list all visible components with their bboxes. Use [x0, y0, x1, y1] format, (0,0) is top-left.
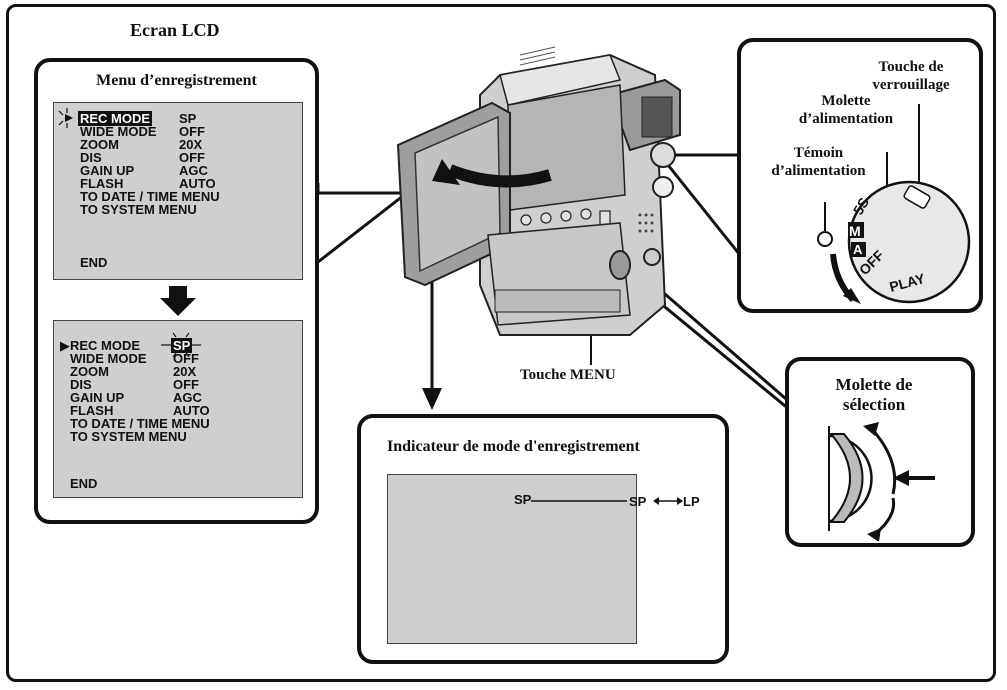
menu-item-value-selected: SP	[171, 338, 193, 353]
lcd-indicator-screen: SP	[387, 474, 637, 644]
menu-item-label: ZOOM	[70, 364, 109, 379]
menu-item-value: AGC	[173, 390, 202, 405]
menu-item-label: GAIN UP	[80, 163, 135, 178]
menu-item-label: GAIN UP	[70, 390, 125, 405]
menu-item-label: WIDE MODE	[80, 124, 157, 139]
lock-key-icon	[903, 185, 931, 209]
menu-item-label: TO SYSTEM MENU	[70, 429, 187, 444]
menu-item-value: OFF	[173, 377, 199, 392]
menu-item-label: REC MODE	[70, 338, 141, 353]
menu-connector-line	[317, 190, 409, 264]
menu-item-label: TO SYSTEM MENU	[80, 202, 197, 217]
menu-item-value: AUTO	[173, 403, 210, 418]
power-dial-icon	[847, 180, 971, 304]
rotate-up-arrow-icon	[869, 426, 897, 495]
menu-item-value: AUTO	[179, 176, 216, 191]
menu-end: END	[70, 476, 98, 491]
lcd-menu-before: REC MODE SP WIDE MODE OFF ZOOM 20X DIS O…	[53, 102, 303, 280]
menu-item-value: OFF	[179, 124, 205, 139]
indicator-arrow-head	[422, 388, 442, 410]
rotate-down-arrow-icon	[874, 497, 896, 536]
menu-item-label: DIS	[80, 150, 102, 165]
select-dial-panel: Molette de sélection	[785, 357, 975, 547]
menu-item-value: SP	[179, 111, 197, 126]
outer-frame	[6, 4, 996, 682]
dial-connector-line	[666, 164, 742, 256]
menu-item-label: FLASH	[80, 176, 124, 191]
dial-mark: A	[853, 242, 863, 257]
menu-item-label: ZOOM	[80, 137, 119, 152]
menu-item-label: FLASH	[70, 403, 114, 418]
cursor-arrow-icon: ▶	[60, 338, 70, 353]
select-dial-icon	[828, 433, 864, 523]
menu-key-label: Touche MENU	[520, 367, 616, 383]
lcd-menu-after: ▶ REC MODE SP WIDE MODE OFF ZOOM 20X DIS…	[53, 320, 303, 498]
select-dial-title: Molette de sélection	[835, 375, 913, 414]
page-title: Ecran LCD	[130, 20, 220, 40]
lock-key-label: Touche de verrouillage	[872, 59, 950, 93]
down-arrow-icon	[160, 286, 196, 316]
menu-item-label: REC MODE	[78, 111, 153, 126]
toggle-to: LP	[683, 494, 700, 509]
menu-item-label: TO DATE / TIME MENU	[70, 416, 210, 431]
dial-mark: 5S	[850, 195, 872, 218]
indicator-panel: Indicateur de mode d'enregistrement SP S…	[357, 414, 729, 664]
menu-item-label: TO DATE / TIME MENU	[80, 189, 220, 204]
power-lamp-label: Témoin d’alimentation	[771, 145, 866, 179]
camcorder-illustration	[396, 46, 681, 336]
menu-item-value: OFF	[179, 150, 205, 165]
menu-item-value: AGC	[179, 163, 208, 178]
menu-end: END	[80, 255, 108, 270]
menu-item-label: DIS	[70, 377, 92, 392]
menu-item-value: 20X	[179, 137, 203, 152]
power-dial-panel: Touche de verrouillage Molette d’aliment…	[737, 38, 983, 313]
menu-item-label: WIDE MODE	[70, 351, 147, 366]
blink-icon	[161, 332, 201, 358]
menu-item-value: 20X	[173, 364, 197, 379]
indicator-panel-title: Indicateur de mode d'enregistrement	[387, 438, 640, 455]
dial-mark: M	[849, 223, 861, 239]
power-lamp-icon	[817, 231, 833, 247]
indicator-leader-line	[531, 497, 683, 505]
power-dial-drawing: 5S M A OFF PLAY	[817, 104, 971, 304]
menu-item-value: OFF	[173, 351, 199, 366]
rec-mode-indicator: SP	[514, 492, 532, 507]
menu-panel: Menu d’enregistrement REC MODE SP WIDE M…	[34, 58, 319, 524]
toggle-from: SP	[629, 494, 647, 509]
select-dial-drawing	[828, 422, 935, 541]
blink-icon	[58, 108, 73, 128]
power-dial-label: Molette d’alimentation	[798, 93, 894, 127]
menu-panel-title: Menu d’enregistrement	[96, 72, 257, 89]
